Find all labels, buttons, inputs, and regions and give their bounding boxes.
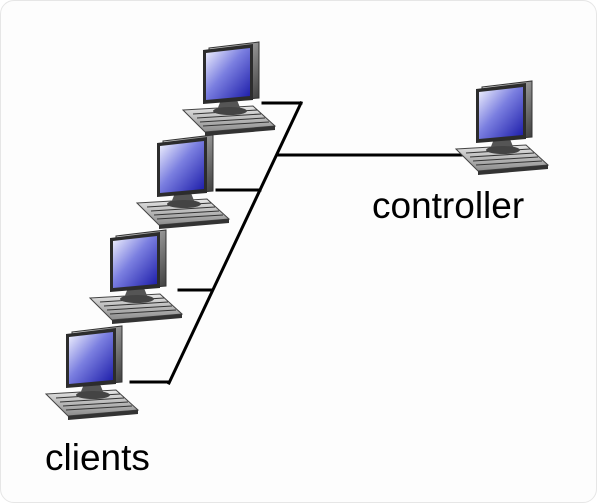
- client-computer-1-icon: [182, 41, 276, 137]
- client-computer-4-icon: [45, 325, 139, 421]
- controller-computer-icon: [455, 80, 549, 176]
- network-wires: [129, 101, 488, 385]
- client-computer-2-icon: [136, 134, 230, 230]
- clients-label: clients: [45, 437, 150, 478]
- controller-label: controller: [372, 185, 525, 226]
- bus-line: [167, 101, 303, 385]
- client-computer-3-icon: [89, 229, 183, 325]
